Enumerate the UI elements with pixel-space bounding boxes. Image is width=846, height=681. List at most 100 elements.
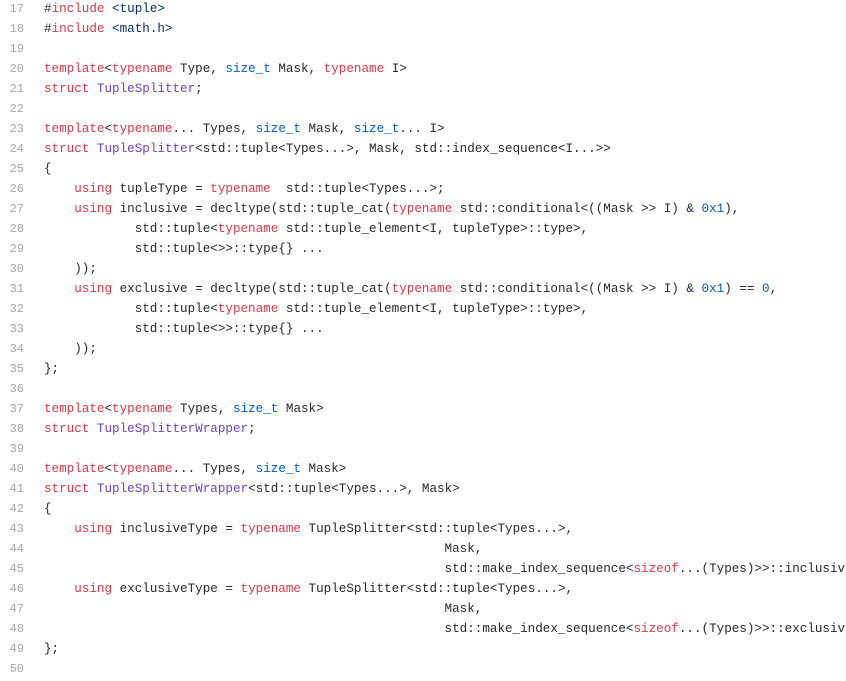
code-token: typename bbox=[391, 282, 453, 296]
code-line[interactable]: 24 struct TupleSplitter<std::tuple<Types.… bbox=[0, 139, 846, 159]
code-token: )); bbox=[44, 342, 97, 356]
code-line[interactable]: 41 struct TupleSplitterWrapper<std::tuple… bbox=[0, 479, 846, 499]
code-token: typename bbox=[112, 122, 173, 136]
code-token: 0 bbox=[762, 282, 770, 296]
code-token: }; bbox=[44, 642, 60, 656]
code-token: }; bbox=[44, 362, 60, 376]
code-token: std::tuple_element<I, tupleType>::type>, bbox=[278, 302, 589, 316]
code-line[interactable]: 30 )); bbox=[0, 259, 846, 279]
code-token: std::tuple<>>::type{} ... bbox=[44, 242, 324, 256]
code-token: TupleSplitter bbox=[96, 82, 196, 96]
code-line[interactable]: 25{ bbox=[0, 159, 846, 179]
code-token: typename bbox=[112, 402, 173, 416]
code-token: # bbox=[44, 22, 52, 36]
code-token: size_t bbox=[255, 122, 301, 136]
code-text: struct TupleSplitter; bbox=[44, 79, 203, 99]
code-token: size_t bbox=[232, 402, 279, 416]
line-number: 40 bbox=[9, 462, 24, 476]
code-text: using exclusiveType = typename TupleSpli… bbox=[44, 579, 573, 599]
code-token: sizeof bbox=[633, 562, 679, 576]
code-token: include bbox=[51, 22, 105, 36]
code-text: template<typename Types, size_t Mask> bbox=[44, 399, 324, 419]
code-token: TupleSplitter<std::tuple<Types...>, bbox=[300, 522, 574, 536]
code-token: TupleSplitterWrapper bbox=[96, 482, 249, 496]
code-token bbox=[44, 522, 74, 536]
line-number: 22 bbox=[9, 102, 24, 116]
code-token: <std::tuple<Types...>, Mask, std::index_… bbox=[195, 142, 611, 156]
code-line[interactable]: 17#include <tuple> bbox=[0, 0, 846, 19]
code-token: # bbox=[44, 2, 52, 16]
code-line[interactable]: 46 using exclusiveType = typename TupleS… bbox=[0, 579, 846, 599]
code-token: template bbox=[44, 62, 105, 76]
line-number: 28 bbox=[9, 222, 24, 236]
line-number: 33 bbox=[9, 322, 24, 336]
code-line[interactable]: 45 std::make_index_sequence<sizeof...(Ty… bbox=[0, 559, 846, 579]
code-text: using exclusive = decltype(std::tuple_ca… bbox=[44, 279, 777, 299]
code-text: std::make_index_sequence<sizeof...(Types… bbox=[44, 559, 846, 579]
code-text: { bbox=[44, 499, 52, 519]
code-token: size_t bbox=[255, 462, 301, 476]
code-token: < bbox=[104, 402, 113, 416]
code-line[interactable]: 26 using tupleType = typename std::tuple… bbox=[0, 179, 846, 199]
code-line[interactable]: 50 bbox=[0, 659, 846, 679]
code-text: std::tuple<typename std::tuple_element<I… bbox=[44, 219, 588, 239]
code-text: #include <math.h> bbox=[44, 19, 173, 39]
code-token: < bbox=[104, 462, 113, 476]
code-token: typename bbox=[112, 462, 173, 476]
code-line[interactable]: 27 using inclusive = decltype(std::tuple… bbox=[0, 199, 846, 219]
code-token bbox=[104, 2, 112, 16]
code-token: std::conditional<((Mask >> I) & bbox=[452, 202, 702, 216]
code-line[interactable]: 43 using inclusiveType = typename TupleS… bbox=[0, 519, 846, 539]
code-text: struct TupleSplitterWrapper<std::tuple<T… bbox=[44, 479, 460, 499]
code-line[interactable]: 33 std::tuple<>>::type{} ... bbox=[0, 319, 846, 339]
code-token: ... Types, bbox=[172, 122, 256, 136]
code-line[interactable]: 35}; bbox=[0, 359, 846, 379]
code-line[interactable]: 28 std::tuple<typename std::tuple_elemen… bbox=[0, 219, 846, 239]
line-number: 19 bbox=[9, 42, 24, 56]
code-line[interactable]: 19 bbox=[0, 39, 846, 59]
code-line[interactable]: 39 bbox=[0, 439, 846, 459]
code-text: Mask, bbox=[44, 599, 483, 619]
code-line[interactable]: 22 bbox=[0, 99, 846, 119]
code-token: exclusiveType = bbox=[112, 582, 241, 596]
code-line[interactable]: 44 Mask, bbox=[0, 539, 846, 559]
code-line[interactable]: 31 using exclusive = decltype(std::tuple… bbox=[0, 279, 846, 299]
code-text: using inclusiveType = typename TupleSpli… bbox=[44, 519, 573, 539]
code-line[interactable]: 49}; bbox=[0, 639, 846, 659]
line-number: 35 bbox=[9, 362, 24, 376]
line-number: 30 bbox=[9, 262, 24, 276]
line-number: 24 bbox=[9, 142, 24, 156]
code-line[interactable]: 36 bbox=[0, 379, 846, 399]
code-token: Mask, bbox=[44, 542, 483, 556]
line-number: 25 bbox=[9, 162, 24, 176]
code-token: <std::tuple<Types...>, Mask> bbox=[248, 482, 460, 496]
code-token: ; bbox=[248, 422, 256, 436]
code-line[interactable]: 47 Mask, bbox=[0, 599, 846, 619]
code-line[interactable]: 48 std::make_index_sequence<sizeof...(Ty… bbox=[0, 619, 846, 639]
code-text: std::make_index_sequence<sizeof...(Types… bbox=[44, 619, 846, 639]
code-token: typename bbox=[217, 222, 279, 236]
code-token: < bbox=[104, 62, 113, 76]
code-token: TupleSplitterWrapper bbox=[96, 422, 249, 436]
code-line[interactable]: 42{ bbox=[0, 499, 846, 519]
code-token bbox=[89, 142, 97, 156]
code-token: Mask, bbox=[301, 122, 354, 136]
code-text: using tupleType = typename std::tuple<Ty… bbox=[44, 179, 444, 199]
code-token bbox=[104, 22, 112, 36]
code-line[interactable]: 29 std::tuple<>>::type{} ... bbox=[0, 239, 846, 259]
line-number: 41 bbox=[9, 482, 24, 496]
code-line[interactable]: 18#include <math.h> bbox=[0, 19, 846, 39]
code-token: typename bbox=[240, 522, 301, 536]
line-number: 23 bbox=[9, 122, 24, 136]
line-number: 32 bbox=[9, 302, 24, 316]
code-line[interactable]: 34 )); bbox=[0, 339, 846, 359]
code-line[interactable]: 32 std::tuple<typename std::tuple_elemen… bbox=[0, 299, 846, 319]
code-text: struct TupleSplitter<std::tuple<Types...… bbox=[44, 139, 611, 159]
